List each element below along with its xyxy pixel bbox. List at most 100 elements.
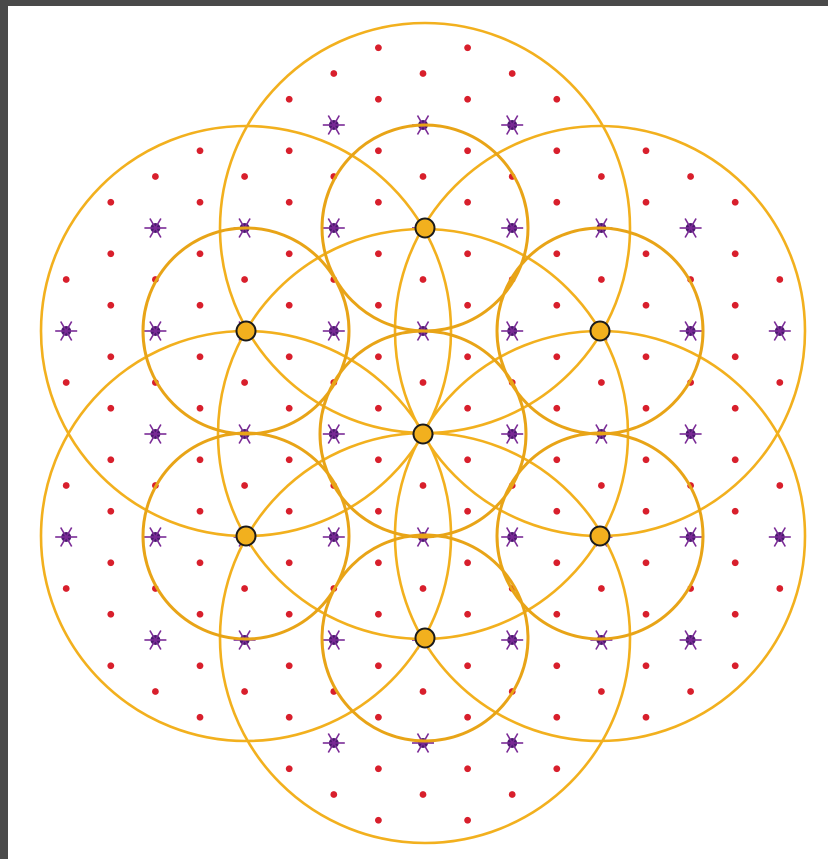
lattice-circle-blue — [464, 756, 516, 808]
red-dot — [643, 559, 650, 566]
red-dot — [776, 276, 783, 283]
red-dot — [197, 353, 204, 360]
red-dot — [241, 482, 248, 489]
lattice-circle-blue — [553, 241, 605, 293]
lattice-circle-blue — [509, 524, 561, 576]
red-dot — [375, 405, 382, 412]
lattice-circle-blue — [330, 679, 382, 731]
red-dot — [375, 199, 382, 206]
red-dot — [464, 44, 471, 51]
red-dot — [598, 688, 605, 695]
gold-node — [416, 219, 435, 238]
red-dot — [286, 199, 293, 206]
lattice-circle-blue — [375, 498, 427, 550]
red-dot — [286, 456, 293, 463]
red-dot — [375, 611, 382, 618]
lattice-circle-blue — [241, 473, 293, 525]
red-dot — [241, 688, 248, 695]
red-dot — [286, 147, 293, 154]
flower-of-life-diagram — [8, 6, 828, 859]
red-dot — [553, 559, 560, 566]
red-dot — [63, 276, 70, 283]
lattice-circle-blue — [107, 241, 158, 293]
lattice-circle-blue — [732, 344, 784, 396]
lattice-circle-blue — [107, 653, 158, 705]
lattice-circle-blue — [420, 318, 472, 370]
red-dot — [553, 96, 560, 103]
red-dot — [63, 482, 70, 489]
lattice-circle-blue — [687, 215, 739, 267]
lattice-circle-blue — [464, 86, 516, 138]
lattice-circle-blue — [152, 627, 204, 679]
lattice-circle-blue — [375, 653, 427, 705]
red-dot — [464, 250, 471, 257]
red-dot — [643, 662, 650, 669]
red-dot — [553, 456, 560, 463]
lattice-circle-blue — [152, 576, 204, 628]
lattice-circle-blue — [464, 35, 516, 87]
lattice-circle-blue — [553, 550, 605, 602]
red-dot — [152, 173, 159, 180]
lattice-circle-blue — [197, 138, 249, 190]
red-dot — [687, 173, 694, 180]
red-dot — [643, 250, 650, 257]
red-dot — [553, 662, 560, 669]
lattice-circle-red — [327, 769, 430, 859]
lattice-circle-blue — [375, 35, 427, 87]
lattice-circle-blue — [553, 653, 605, 705]
red-dot — [63, 585, 70, 592]
lattice-circle-blue — [464, 138, 516, 190]
lattice-circle-blue — [330, 730, 382, 782]
red-dot — [375, 353, 382, 360]
lattice-circle-blue — [732, 241, 784, 293]
red-dot — [197, 662, 204, 669]
red-dot — [464, 714, 471, 721]
red-dot — [107, 199, 114, 206]
red-dot — [732, 559, 739, 566]
red-dot — [464, 405, 471, 412]
lattice-circle-blue — [241, 164, 293, 216]
lattice-circle-blue — [330, 473, 382, 525]
lattice-circle-blue — [107, 447, 158, 499]
lattice-circle-blue — [553, 601, 605, 653]
red-dot — [286, 353, 293, 360]
lattice-circle-blue — [375, 138, 427, 190]
red-dot — [375, 96, 382, 103]
lattice-circle-blue — [732, 447, 784, 499]
red-dot — [375, 662, 382, 669]
red-dot — [107, 302, 114, 309]
red-dot — [643, 611, 650, 618]
red-dot — [375, 456, 382, 463]
red-dot — [107, 353, 114, 360]
lattice-circle-blue — [197, 550, 249, 602]
lattice-circle-blue — [420, 164, 472, 216]
lattice-circle-blue — [286, 86, 338, 138]
lattice-circle-blue — [330, 627, 382, 679]
red-dot — [553, 147, 560, 154]
red-dot — [464, 611, 471, 618]
lattice-circle-blue — [152, 370, 204, 422]
lattice-circle-blue — [286, 189, 338, 241]
red-dot — [420, 173, 427, 180]
lattice-circle-blue — [107, 395, 158, 447]
lattice-circle-blue — [152, 164, 204, 216]
lattice-circle-blue — [643, 653, 695, 705]
red-dot — [197, 250, 204, 257]
red-dot — [107, 611, 114, 618]
red-dot — [598, 585, 605, 592]
red-dot — [598, 482, 605, 489]
red-dot — [152, 688, 159, 695]
red-dot — [643, 353, 650, 360]
lattice-circle-blue — [509, 730, 561, 782]
lattice-circle-blue — [598, 112, 650, 164]
red-dot — [687, 688, 694, 695]
lattice-circle-blue — [732, 601, 784, 653]
lattice-circle-blue — [687, 318, 739, 370]
lattice-circle-blue — [375, 704, 427, 756]
lattice-circle-blue — [197, 395, 249, 447]
red-dot — [241, 585, 248, 592]
red-dot — [598, 379, 605, 386]
lattice-circle-blue — [286, 138, 338, 190]
lattice-circle-blue — [509, 370, 561, 422]
lattice-circle-purple — [691, 448, 828, 625]
